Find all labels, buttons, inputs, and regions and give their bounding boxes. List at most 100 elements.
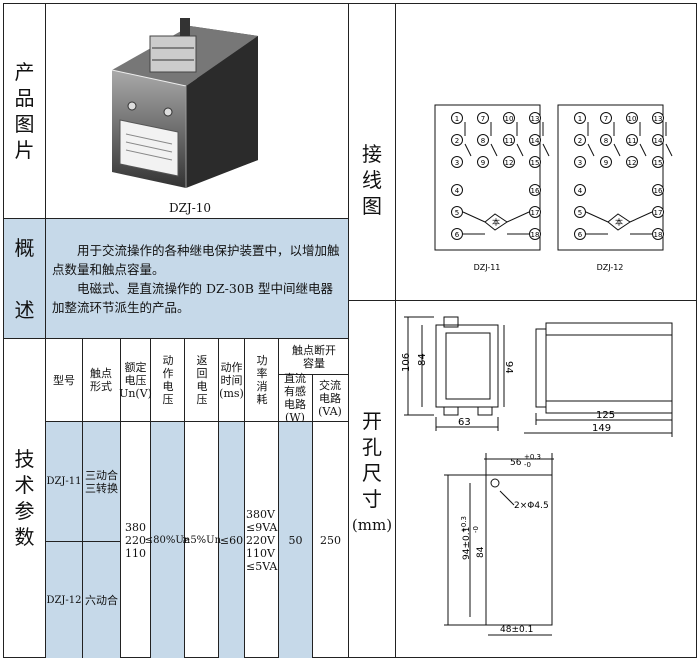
rated-voltage-110: 110 xyxy=(125,546,146,560)
pickup-voltage-value: ≤80%Un xyxy=(144,534,191,546)
row1-model: DZJ-11 xyxy=(46,476,82,487)
terminal-circle xyxy=(574,228,586,240)
hdr-model: 型号 xyxy=(53,373,75,387)
terminal-circle xyxy=(652,206,664,218)
terminal-circle xyxy=(451,228,463,240)
overview-para-1: 用于交流操作的各种继电保护装置中，以增加触点数量和触点容量。 xyxy=(52,243,340,277)
terminal-circle xyxy=(503,156,515,168)
contact-line xyxy=(542,122,550,157)
product-label-char: 图 xyxy=(14,112,35,136)
rated-voltage-380: 380 xyxy=(125,520,146,534)
terminal-number: 18 xyxy=(531,231,540,239)
terminal-number: 9 xyxy=(481,159,485,167)
hdr-power: 功率消耗 xyxy=(256,354,268,406)
terminal-circle xyxy=(626,112,638,124)
terminal-number: 4 xyxy=(578,187,583,195)
params-label-char: 数 xyxy=(14,525,35,549)
terminal-circle xyxy=(652,112,664,124)
wiring-label-char: 线 xyxy=(362,168,382,192)
terminal-circle xyxy=(600,112,612,124)
product-label-char: 品 xyxy=(14,86,35,110)
terminal-number: 11 xyxy=(505,137,514,145)
terminal-circle xyxy=(626,156,638,168)
row2-model: DZJ-12 xyxy=(46,594,82,606)
cutout-label-char: 孔 xyxy=(362,435,382,459)
overview-para-2: 电磁式、是直流操作的 DZ-30B 型中间继电器加整流环节派生的产品。 xyxy=(52,281,333,315)
hdr-rated-voltage: 额定电压Un(V) xyxy=(119,360,152,400)
terminal-circle xyxy=(477,156,489,168)
terminal-number: 17 xyxy=(531,209,540,217)
terminal-number: 1 xyxy=(578,115,582,123)
terminal-number: 8 xyxy=(604,137,608,145)
product-label-char: 产 xyxy=(14,60,35,84)
terminal-circle xyxy=(652,134,664,146)
row2-contact-form: 六动合 xyxy=(85,593,118,607)
power-5va: ≤5VA xyxy=(246,559,278,573)
contact-line xyxy=(464,122,472,157)
hdr-ac-capacity: 交流电路(VA) xyxy=(318,378,342,418)
terminal-circle xyxy=(574,134,586,146)
terminal-number: 15 xyxy=(531,159,540,167)
terminal-number: 2 xyxy=(578,137,582,145)
overview-label-char: 述 xyxy=(14,297,35,322)
terminal-number: 3 xyxy=(455,159,459,167)
power-220v: 220V xyxy=(246,533,275,547)
right-diagram-panel xyxy=(395,3,697,658)
terminal-circle xyxy=(652,228,664,240)
hdr-action-time: 动作时间(ms) xyxy=(219,360,244,400)
dim-hole-top-lower: -0 xyxy=(524,461,531,469)
terminal-circle xyxy=(600,156,612,168)
terminal-number: 11 xyxy=(628,137,637,145)
terminal-number: 5 xyxy=(455,209,459,217)
params-label-char: 技 xyxy=(14,447,35,471)
params-label-char: 参 xyxy=(14,499,35,523)
terminal-circle xyxy=(477,134,489,146)
dim-hole-diameter: 2×Φ4.5 xyxy=(514,501,549,511)
dim-front-inner: 84 xyxy=(417,353,428,366)
rectifier-symbol xyxy=(585,211,653,235)
cutout-label: 开 孔 尺 寸 (mm) xyxy=(349,409,395,534)
terminal-circle xyxy=(451,184,463,196)
dim-hole-height-outer: 94±0.1 xyxy=(462,527,472,560)
relay-photo xyxy=(111,18,258,188)
overview-label: 概 述 xyxy=(4,218,46,338)
terminal-circle xyxy=(574,156,586,168)
contact-line xyxy=(613,122,621,157)
product-label-char: 片 xyxy=(14,138,35,162)
hdr-pickup-voltage: 动作电压 xyxy=(162,354,174,406)
hdr-contact-form: 触点形式 xyxy=(90,367,112,393)
overview-label-char: 概 xyxy=(14,235,35,260)
terminal-circle xyxy=(652,184,664,196)
rated-voltage-220: 220 xyxy=(125,533,146,547)
rectifier-symbol xyxy=(462,211,530,235)
action-time-value: ≤60 xyxy=(219,533,244,547)
terminal-circle xyxy=(626,134,638,146)
terminal-circle xyxy=(574,112,586,124)
cutout-label-char: 寸 xyxy=(362,487,382,511)
product-label: 产 品 图 片 xyxy=(4,4,46,218)
hdr-capacity-group: 触点断开容量 xyxy=(292,343,336,370)
rated-voltage-values: 380 220 110 xyxy=(121,422,150,658)
terminal-circle xyxy=(451,156,463,168)
terminal-number: 7 xyxy=(604,115,608,123)
dim-front-right: 94 xyxy=(503,361,514,374)
terminal-number: 6 xyxy=(578,231,583,239)
power-values: 380V ≤9VA 220V 110V ≤5VA xyxy=(245,422,278,658)
overview-body: 用于交流操作的各种继电保护装置中，以增加触点数量和触点容量。 电磁式、是直流操作… xyxy=(46,218,348,338)
terminal-circle xyxy=(574,206,586,218)
terminal-number: 14 xyxy=(654,137,663,145)
contact-line xyxy=(587,122,595,157)
wiring-label-char: 接 xyxy=(362,142,382,166)
wiring-diagram-left xyxy=(434,104,541,251)
terminal-circle xyxy=(503,134,515,146)
outline-drawings: 106 84 94 63 125 149 56 +0.3 -0 2×Φ4.5 9… xyxy=(401,316,673,636)
terminal-circle xyxy=(652,156,664,168)
row1-contact-form: 三动合三转换 xyxy=(85,468,118,495)
terminal-number: 3 xyxy=(578,159,582,167)
cutout-label-char: 开 xyxy=(362,409,382,433)
dc-capacity-value: 50 xyxy=(288,533,303,547)
terminal-circle xyxy=(451,112,463,124)
terminal-number: 16 xyxy=(654,187,663,195)
terminal-number: 6 xyxy=(455,231,460,239)
